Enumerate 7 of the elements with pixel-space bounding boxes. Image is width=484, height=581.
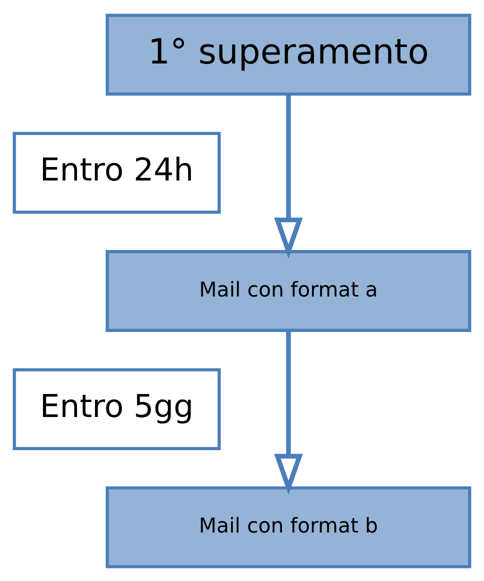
arrow bbox=[274, 330, 303, 494]
arrow bbox=[274, 94, 303, 258]
node-box: 1° superamento bbox=[106, 13, 472, 96]
node-box: Mail con format b bbox=[106, 486, 472, 568]
node-box: Mail con format a bbox=[106, 250, 472, 332]
node-box: Entro 24h bbox=[12, 131, 221, 214]
node-box: Entro 5gg bbox=[12, 368, 221, 450]
